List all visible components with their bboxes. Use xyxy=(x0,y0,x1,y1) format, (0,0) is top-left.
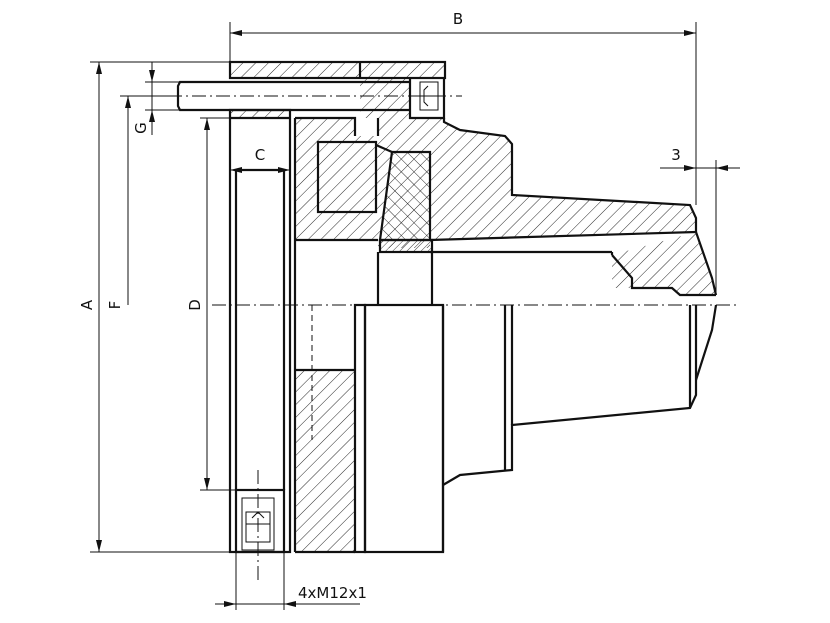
section-hatching xyxy=(230,62,716,552)
lower-body-profile xyxy=(442,305,698,486)
dimension-a: A xyxy=(78,61,230,553)
dimension-d: D xyxy=(186,117,236,491)
sleeve-outline xyxy=(363,303,445,554)
dim-label-f: F xyxy=(106,301,124,310)
dim-label-3: 3 xyxy=(671,146,681,164)
dimension-3: 3 xyxy=(660,146,740,295)
jaw-block xyxy=(316,140,378,214)
inner-ring-section xyxy=(380,240,432,252)
hub-outline xyxy=(353,303,367,554)
flange-section xyxy=(230,110,290,118)
clamp-ring-right-section xyxy=(360,62,445,118)
part-outlines xyxy=(176,60,718,554)
inner-ring-outline xyxy=(378,238,434,254)
clamp-ring-outline xyxy=(228,60,447,80)
dim-label-g: G xyxy=(132,122,150,134)
body-section xyxy=(295,118,696,248)
nose-section xyxy=(612,232,716,295)
flange-plate xyxy=(228,108,292,554)
bolt-outline xyxy=(408,78,446,120)
lower-nose-profile xyxy=(694,304,718,381)
body-top-profile xyxy=(442,118,698,232)
dim-label-a: A xyxy=(78,299,96,310)
thread-label: 4xM12x1 xyxy=(298,584,367,602)
lower-strip-section xyxy=(295,370,355,552)
dim-label-d: D xyxy=(186,299,204,311)
dim-label-b: B xyxy=(453,10,463,28)
dimension-g: G xyxy=(132,62,180,135)
dimension-c: C xyxy=(230,146,290,173)
thread-callout: 4xM12x1 xyxy=(215,552,367,610)
wedge-section xyxy=(380,152,430,240)
dim-label-c: C xyxy=(255,146,265,164)
clamp-ring-section xyxy=(230,62,360,78)
body-nose-profile xyxy=(694,231,718,296)
dimension-b: B xyxy=(229,10,697,205)
set-screw-outline xyxy=(234,488,286,554)
dimension-f: F xyxy=(106,95,178,310)
